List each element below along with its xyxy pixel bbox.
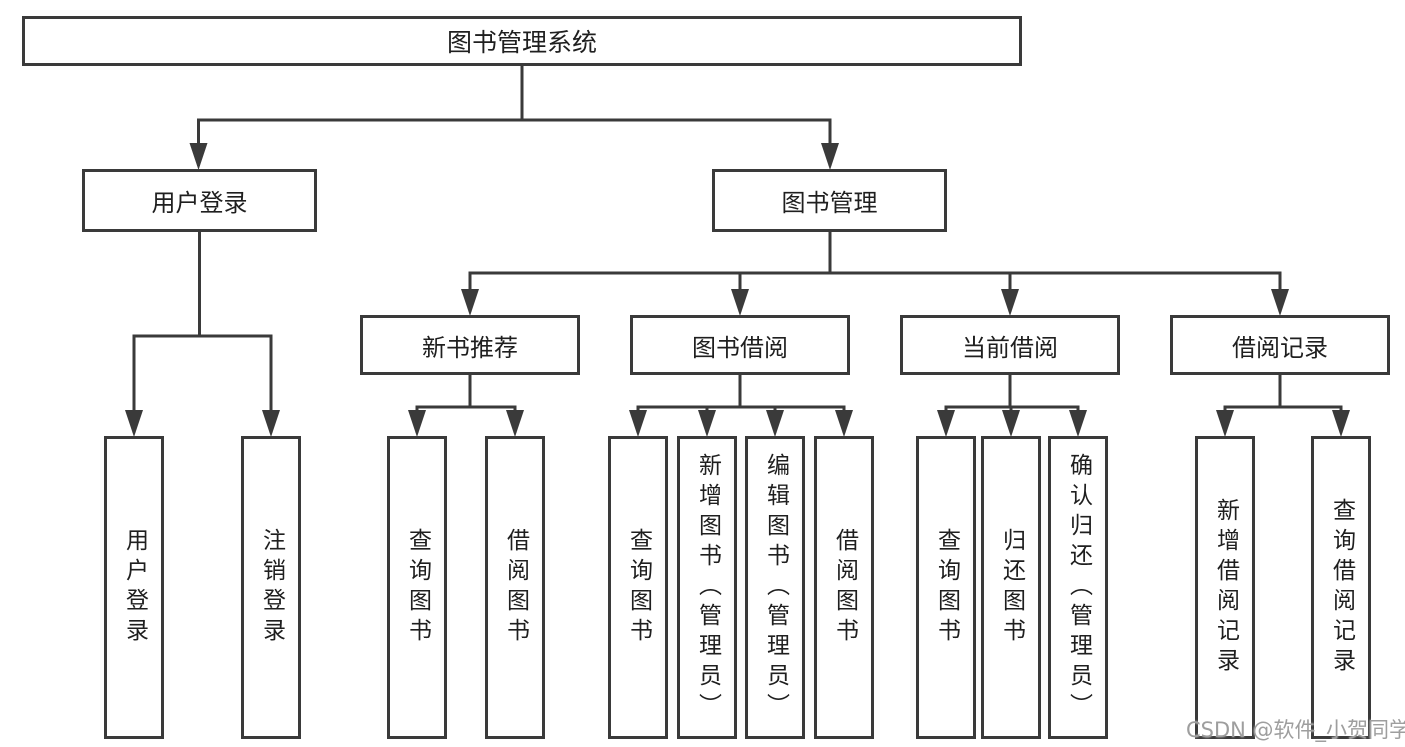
arrowheads bbox=[125, 143, 1350, 437]
leaf-query-borrow-record: 查询借阅记录 bbox=[1311, 436, 1371, 739]
leaf-query-books-recommend: 查询图书 bbox=[387, 436, 447, 739]
node-borrow-records: 借阅记录 bbox=[1170, 315, 1390, 375]
leaf-confirm-return-admin: 确认归还（管理员） bbox=[1048, 436, 1108, 739]
leaf-user-login: 用户登录 bbox=[104, 436, 164, 739]
leaf-borrow-books-recommend: 借阅图书 bbox=[485, 436, 545, 739]
csdn-watermark: CSDN @软件_小贺同学 bbox=[1186, 718, 1405, 742]
leaf-logout: 注销登录 bbox=[241, 436, 301, 739]
leaf-return-books: 归还图书 bbox=[981, 436, 1041, 739]
leaf-borrow-books: 借阅图书 bbox=[814, 436, 874, 739]
leaf-edit-books-admin: 编辑图书（管理员） bbox=[745, 436, 805, 739]
leaf-query-books-current: 查询图书 bbox=[916, 436, 976, 739]
node-book-borrow: 图书借阅 bbox=[630, 315, 850, 375]
leaf-query-books-borrow: 查询图书 bbox=[608, 436, 668, 739]
leaf-add-borrow-record: 新增借阅记录 bbox=[1195, 436, 1255, 739]
node-user-login: 用户登录 bbox=[82, 169, 317, 232]
node-current-borrow: 当前借阅 bbox=[900, 315, 1120, 375]
node-root-system: 图书管理系统 bbox=[22, 16, 1022, 66]
node-book-management: 图书管理 bbox=[712, 169, 947, 232]
node-new-book-recommend: 新书推荐 bbox=[360, 315, 580, 375]
leaf-add-books-admin: 新增图书（管理员） bbox=[677, 436, 737, 739]
